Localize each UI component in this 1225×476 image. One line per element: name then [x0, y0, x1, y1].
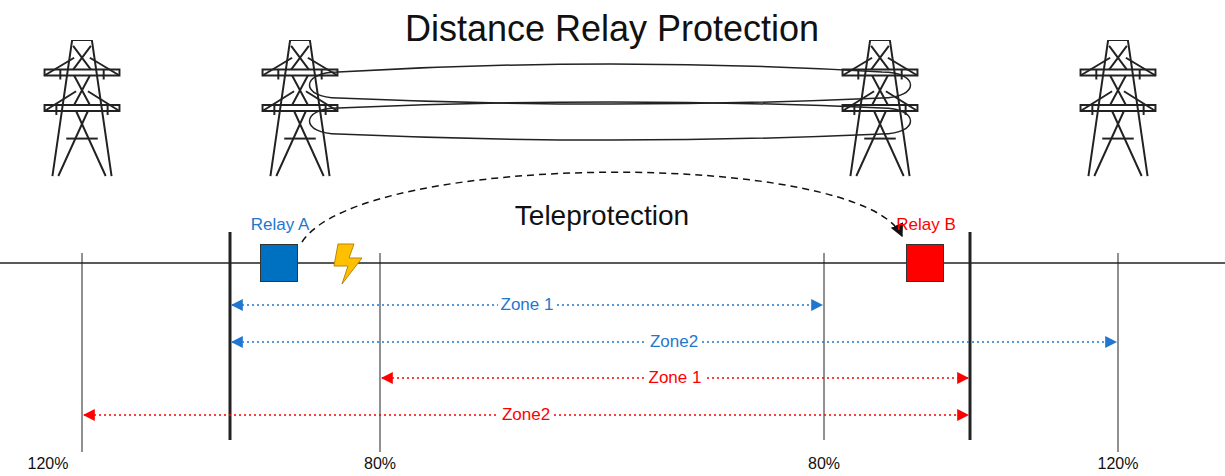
relay-label: Relay B [896, 215, 956, 235]
zone-reach-arrows [84, 305, 1116, 415]
conductor-cables [310, 64, 911, 140]
fault-lightning [334, 244, 362, 284]
relay-label: Relay A [251, 215, 310, 235]
transmission-tower [45, 40, 1156, 176]
reach-percent: 80% [808, 455, 840, 473]
zone-label: Zone 1 [498, 295, 557, 315]
teleprotection-link [302, 172, 902, 242]
zone-label: Zone2 [647, 332, 701, 352]
reach-percent: 120% [28, 455, 69, 473]
bus-line [0, 232, 1225, 452]
relay-box: Relay B [906, 244, 944, 282]
relay-box: Relay A [260, 244, 298, 282]
diagram-title: Distance Relay Protection [405, 8, 819, 49]
reach-percent: 80% [364, 455, 396, 473]
edge-label: Teleprotection [515, 200, 689, 232]
reach-percent: 120% [1098, 455, 1139, 473]
zone-label: Zone2 [499, 405, 553, 425]
zone-label: Zone 1 [646, 368, 705, 388]
